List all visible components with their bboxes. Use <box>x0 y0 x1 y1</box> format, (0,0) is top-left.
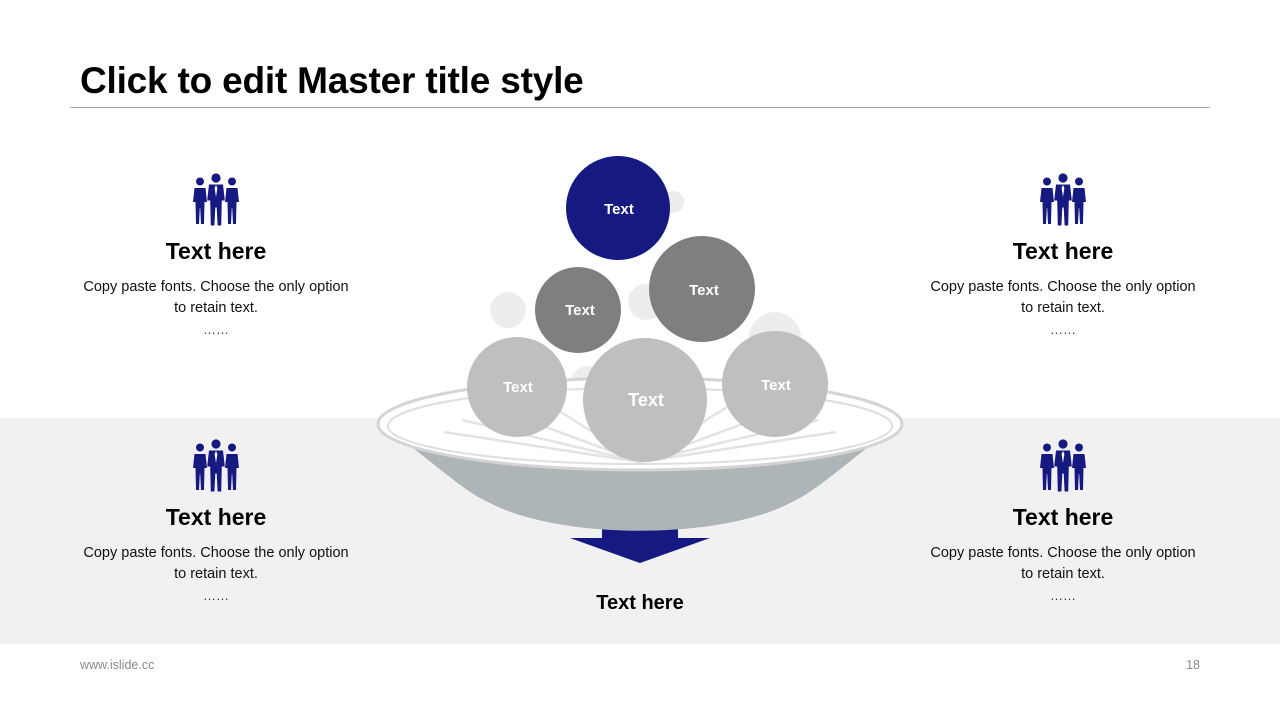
block-ellipsis: …… <box>203 588 229 603</box>
ball-label: Text <box>761 377 791 394</box>
ball-label: Text <box>503 379 533 396</box>
block-body-text[interactable]: Copy paste fonts. Choose the only option… <box>930 545 1196 582</box>
info-block-bottom-right: Text here Copy paste fonts. Choose the o… <box>918 438 1208 605</box>
ball-right[interactable] <box>722 331 828 437</box>
block-body-text[interactable]: Copy paste fonts. Choose the only option… <box>930 279 1196 316</box>
slide-title[interactable]: Click to edit Master title style <box>80 60 584 101</box>
ball-label: Text <box>565 302 595 319</box>
info-block-top-right: Text here Copy paste fonts. Choose the o… <box>918 172 1208 339</box>
funnel-balls <box>467 156 828 462</box>
people-group-icon <box>1040 439 1086 492</box>
ball-top[interactable] <box>566 156 670 260</box>
block-heading[interactable]: Text here <box>165 504 267 530</box>
block-body-text[interactable]: Copy paste fonts. Choose the only option… <box>83 279 349 316</box>
info-block-top-left: Text here Copy paste fonts. Choose the o… <box>71 172 361 339</box>
people-group-icon <box>193 173 239 226</box>
block-ellipsis: …… <box>1050 322 1076 337</box>
block-heading[interactable]: Text here <box>165 238 267 264</box>
ball-mid-left[interactable] <box>535 267 621 353</box>
info-block-bottom-left: Text here Copy paste fonts. Choose the o… <box>71 438 361 605</box>
ball-center[interactable] <box>583 338 707 462</box>
block-heading[interactable]: Text here <box>1012 238 1114 264</box>
title-divider <box>70 107 1210 108</box>
block-ellipsis: …… <box>1050 588 1076 603</box>
funnel-output-label[interactable]: Text here <box>596 592 684 614</box>
page-number: 18 <box>1186 658 1200 672</box>
people-group-icon <box>193 439 239 492</box>
output-arrow-icon <box>570 520 710 563</box>
ball-label: Text <box>689 282 719 299</box>
ball-mid-right[interactable] <box>649 236 755 342</box>
ball-left[interactable] <box>467 337 567 437</box>
ball-label: Text <box>604 201 634 218</box>
block-heading[interactable]: Text here <box>1012 504 1114 530</box>
block-ellipsis: …… <box>203 322 229 337</box>
people-group-icon <box>1040 173 1086 226</box>
footer-url: www.islide.cc <box>80 658 155 672</box>
ball-label: Text <box>628 390 664 410</box>
block-body-text[interactable]: Copy paste fonts. Choose the only option… <box>83 545 349 582</box>
